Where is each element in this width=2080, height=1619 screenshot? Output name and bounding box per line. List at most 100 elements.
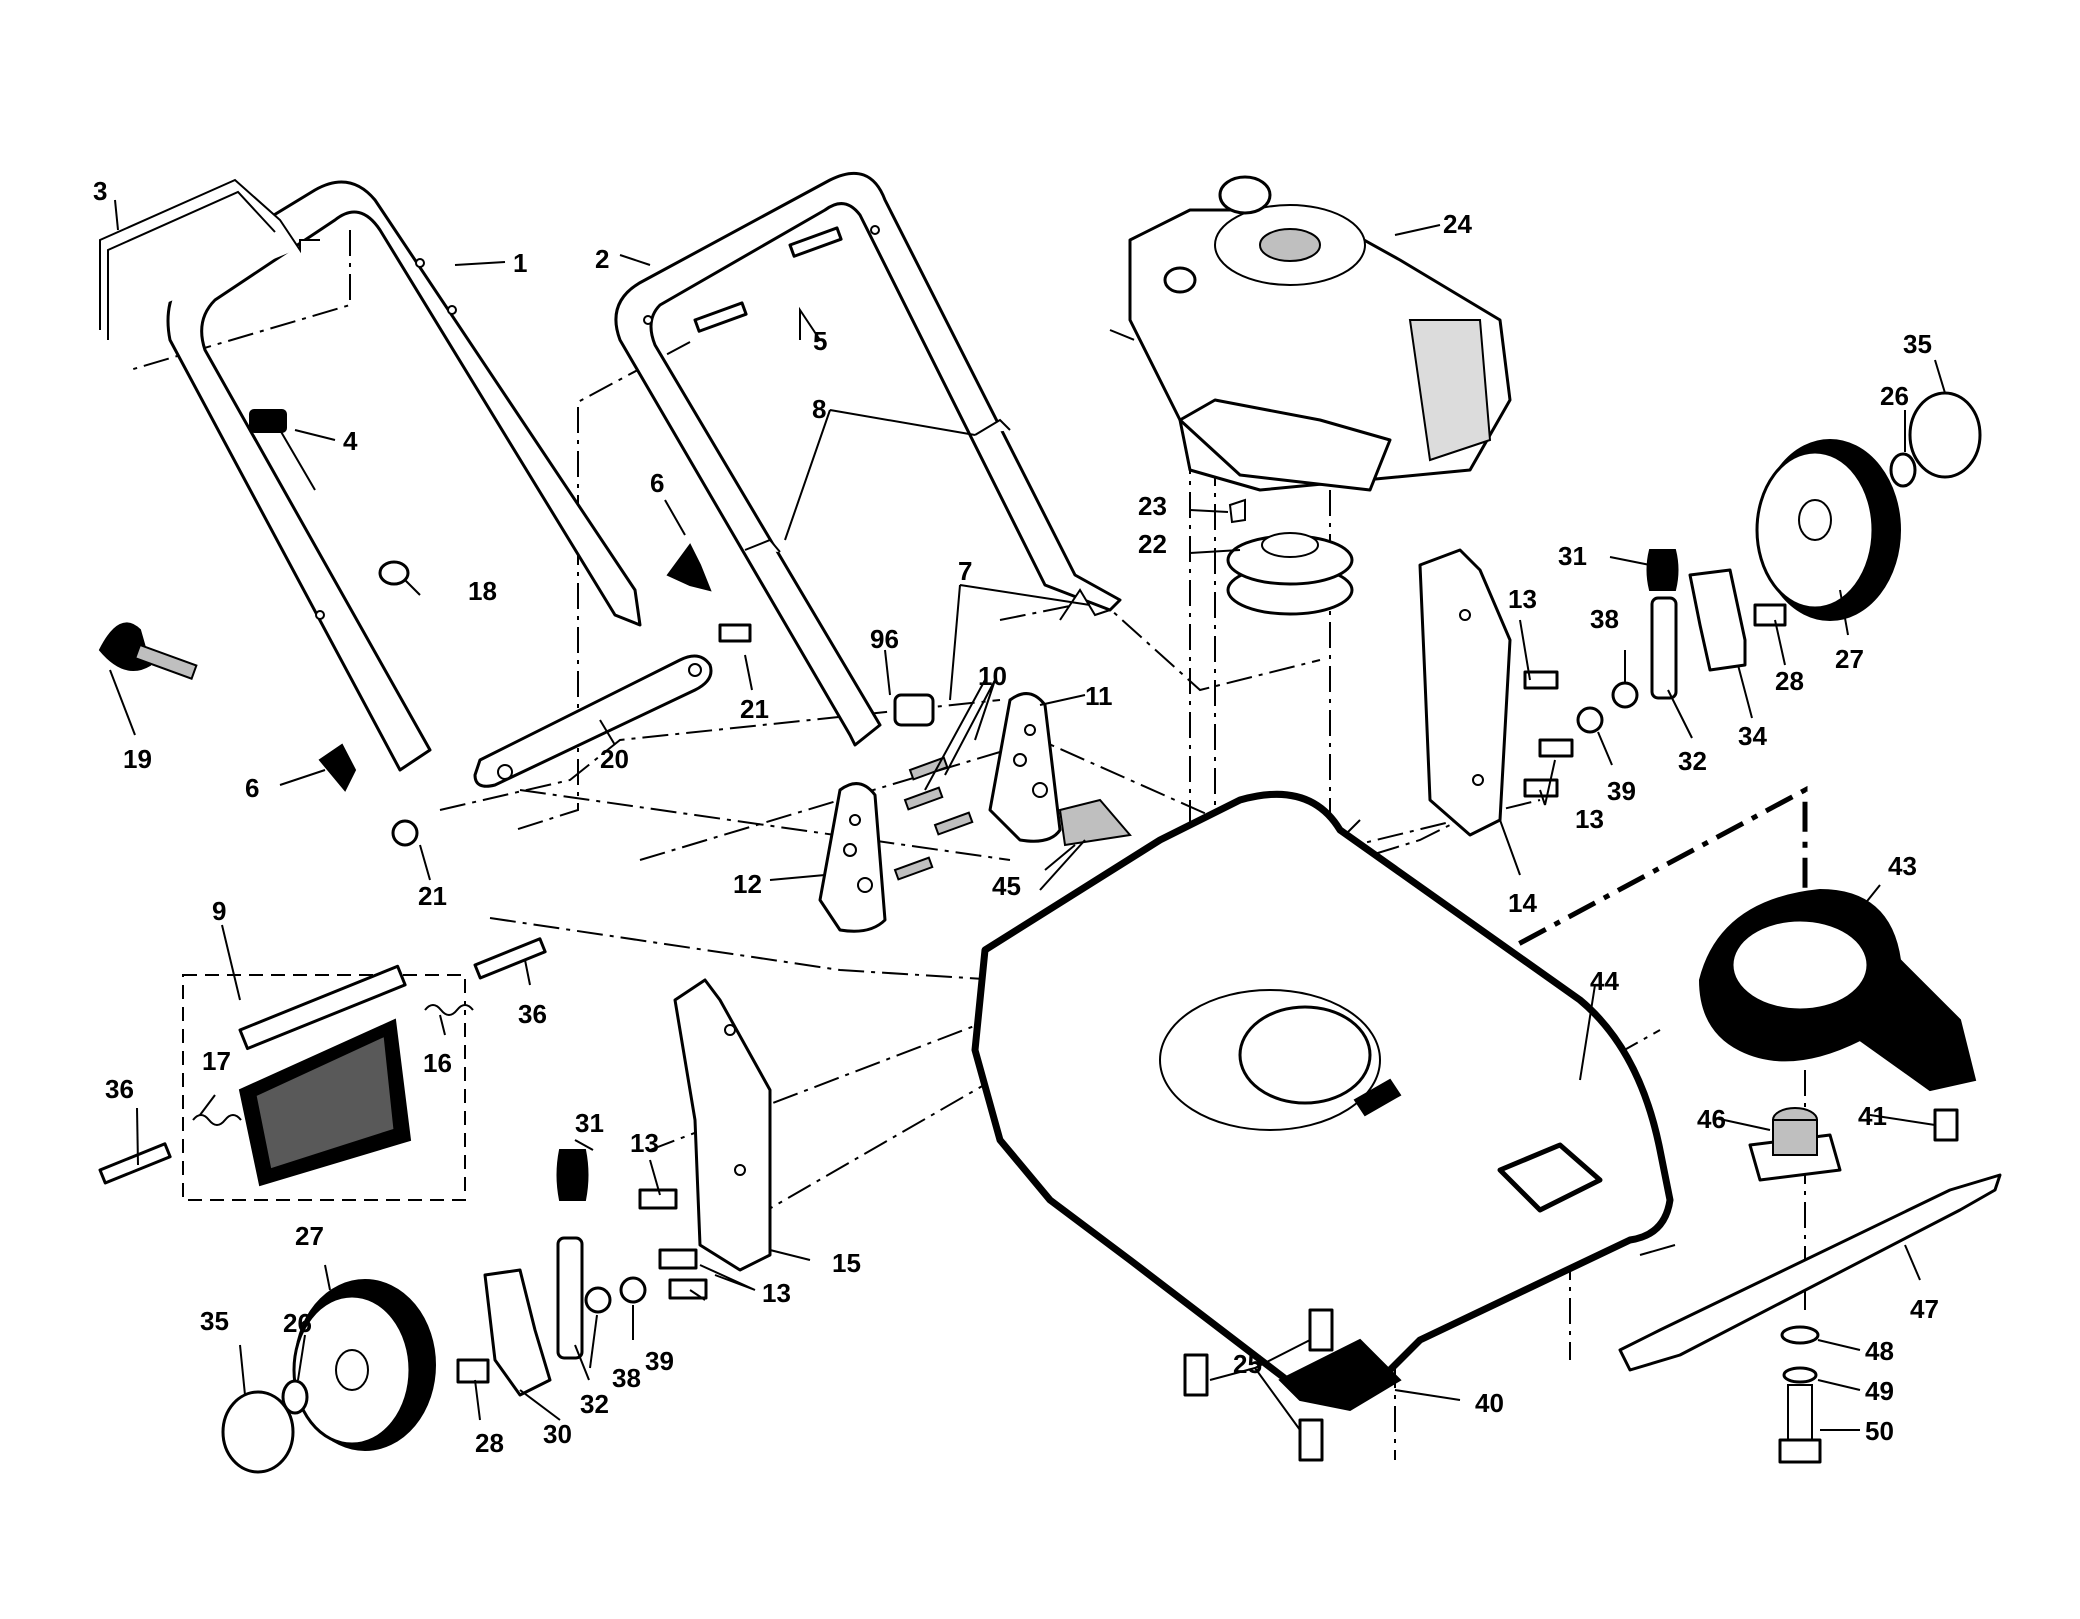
mower-deck xyxy=(971,790,1674,1394)
axle-plate-left xyxy=(556,1236,584,1360)
leader-lines xyxy=(109,199,1946,1431)
callout-21-lower: 21 xyxy=(418,881,447,911)
callout-39-right: 39 xyxy=(1607,776,1636,806)
pivot-pins xyxy=(893,756,974,881)
callout-13-left-lower: 13 xyxy=(762,1278,791,1308)
washer-left xyxy=(584,1286,612,1314)
callout-22: 22 xyxy=(1138,529,1167,559)
hex-nut xyxy=(378,560,410,586)
callout-36-right: 36 xyxy=(518,999,547,1029)
deck-bolt-b xyxy=(1308,1308,1334,1352)
callout-31-right: 31 xyxy=(1558,541,1587,571)
axle-plate-right xyxy=(1650,596,1678,700)
wheel-bracket-left xyxy=(673,978,772,1272)
bolt-13-right-a xyxy=(1523,670,1559,690)
callout-9: 9 xyxy=(212,896,226,926)
callout-34: 34 xyxy=(1738,721,1767,751)
callout-18: 18 xyxy=(468,576,497,606)
control-bail-rod xyxy=(99,178,320,340)
callout-43: 43 xyxy=(1888,851,1917,881)
mulch-plug-bracket xyxy=(1278,1338,1402,1412)
callout-44: 44 xyxy=(1590,966,1619,996)
callout-15: 15 xyxy=(832,1248,861,1278)
bolt-lower xyxy=(391,819,419,847)
callout-labels: 1 2 3 4 5 6 6 7 8 9 10 11 12 13 13 13 13… xyxy=(93,176,1939,1458)
callout-6-upper: 6 xyxy=(650,468,664,498)
callout-25: 25 xyxy=(1233,1349,1262,1379)
torsion-spring-right xyxy=(424,1004,474,1016)
callout-49: 49 xyxy=(1865,1376,1894,1406)
callout-48: 48 xyxy=(1865,1336,1894,1366)
callout-50: 50 xyxy=(1865,1416,1894,1446)
callout-17: 17 xyxy=(202,1046,231,1076)
callout-13-right-lower: 13 xyxy=(1575,804,1604,834)
shoulder-bolt-right xyxy=(473,937,547,980)
blade-adapter xyxy=(1748,1107,1842,1182)
callout-6-lower: 6 xyxy=(245,773,259,803)
callout-46: 46 xyxy=(1697,1104,1726,1134)
bolt-13-left-a xyxy=(638,1188,678,1210)
callout-12: 12 xyxy=(733,869,762,899)
blade-lock-washer xyxy=(1782,1366,1818,1384)
height-adjust-plate-rear xyxy=(818,782,887,933)
callout-30: 30 xyxy=(543,1419,572,1449)
callout-26-right: 26 xyxy=(1880,381,1909,411)
blade-washer xyxy=(1780,1325,1820,1345)
callout-39-left: 39 xyxy=(645,1346,674,1376)
callout-27-right: 27 xyxy=(1835,644,1864,674)
callout-13-left-upper: 13 xyxy=(630,1128,659,1158)
callout-13-right-upper: 13 xyxy=(1508,584,1537,614)
callout-38-right: 38 xyxy=(1590,604,1619,634)
rear-discharge-flap xyxy=(238,964,412,1187)
callout-35-right: 35 xyxy=(1903,329,1932,359)
shoulder-bolt-28-right xyxy=(1753,603,1787,627)
bolt-13-right-b xyxy=(1538,738,1574,758)
lock-washer-right xyxy=(1576,706,1604,734)
handle-knob xyxy=(98,622,198,680)
cable-tie-lower xyxy=(744,538,781,553)
shoulder-bolt-left xyxy=(98,1142,172,1185)
rear-wheel-left xyxy=(292,1279,436,1451)
callout-16: 16 xyxy=(423,1048,452,1078)
axle-cover-left xyxy=(556,1149,589,1201)
cable-clip xyxy=(249,409,316,491)
cable-tie-upper xyxy=(974,418,1011,436)
carriage-bolt-upper xyxy=(788,226,843,258)
axle-cover-right xyxy=(1646,549,1679,591)
wing-nut-lower xyxy=(318,743,357,792)
callout-31-left: 31 xyxy=(575,1108,604,1138)
callout-8: 8 xyxy=(812,394,826,424)
handle-bracket-rod xyxy=(473,654,713,788)
torsion-spring-left xyxy=(192,1114,242,1126)
rear-wheel-right xyxy=(1755,439,1901,621)
deflector-pad xyxy=(1058,798,1132,847)
hub-cap-left xyxy=(221,1390,295,1474)
callout-96: 96 xyxy=(870,624,899,654)
bolt-13-left-b xyxy=(658,1248,698,1270)
callout-47: 47 xyxy=(1910,1294,1939,1324)
screw-41 xyxy=(1933,1108,1959,1142)
callout-24: 24 xyxy=(1443,209,1472,239)
callout-40: 40 xyxy=(1475,1388,1504,1418)
callout-11: 11 xyxy=(1085,681,1113,711)
deck-bolt-c xyxy=(1298,1418,1324,1462)
lock-washer-left xyxy=(619,1276,647,1304)
carriage-bolt-lower xyxy=(693,301,748,333)
washer-right xyxy=(1611,681,1639,709)
callout-2: 2 xyxy=(595,244,609,274)
callout-32-right: 32 xyxy=(1678,746,1707,776)
callout-28-left: 28 xyxy=(475,1428,504,1458)
callout-5: 5 xyxy=(813,326,827,356)
callout-35-left: 35 xyxy=(200,1306,229,1336)
height-adjust-plate-front xyxy=(988,692,1062,843)
callout-10: 10 xyxy=(978,661,1007,691)
callout-27-left: 27 xyxy=(295,1221,324,1251)
callout-7: 7 xyxy=(958,556,972,586)
callout-32-left: 32 xyxy=(580,1389,609,1419)
axle-bracket-right xyxy=(1688,568,1747,672)
deck-bolt-a xyxy=(1183,1353,1209,1397)
callout-21-upper: 21 xyxy=(740,694,769,724)
callout-28-right: 28 xyxy=(1775,666,1804,696)
